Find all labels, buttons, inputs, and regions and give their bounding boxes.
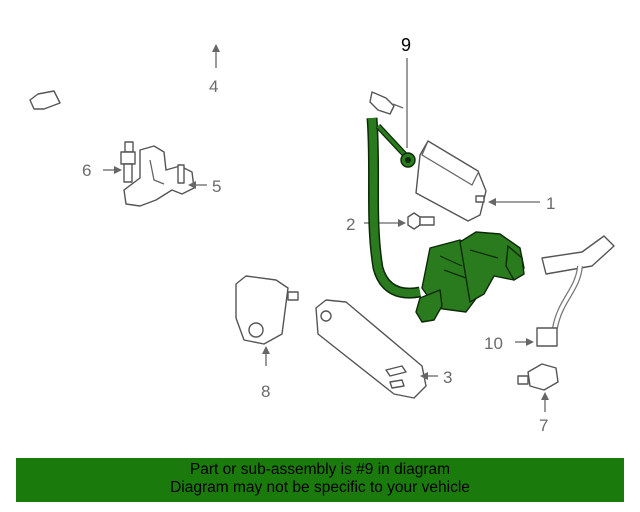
part-3-plate	[315, 299, 427, 399]
callout-4: 4	[209, 77, 218, 96]
part-9-harness	[366, 117, 525, 323]
callout-1: 1	[546, 194, 555, 213]
callout-8: 8	[261, 382, 270, 401]
callout-3: 3	[443, 368, 452, 387]
callout-10: 10	[484, 334, 503, 353]
banner-line-2: Diagram may not be specific to your vehi…	[170, 479, 470, 496]
part-1-module	[415, 140, 487, 222]
part-7-sensor	[517, 363, 559, 391]
callout-2: 2	[346, 215, 355, 234]
parts-diagram: 4 6 5 1 2	[29, 35, 615, 435]
part-4-cable	[29, 54, 404, 115]
part-8-switch	[235, 275, 299, 345]
part-6-stud	[120, 141, 136, 183]
callout-9: 9	[401, 35, 411, 55]
callout-7: 7	[539, 416, 548, 435]
callout-5: 5	[212, 177, 221, 196]
callout-6: 6	[82, 161, 91, 180]
part-10-harness	[536, 235, 615, 347]
part-5-bracket	[123, 145, 195, 207]
part-2-bolt	[407, 212, 435, 230]
part-info-banner: Part or sub-assembly is #9 in diagram Di…	[16, 458, 624, 502]
banner-line-1: Part or sub-assembly is #9 in diagram	[189, 461, 451, 478]
